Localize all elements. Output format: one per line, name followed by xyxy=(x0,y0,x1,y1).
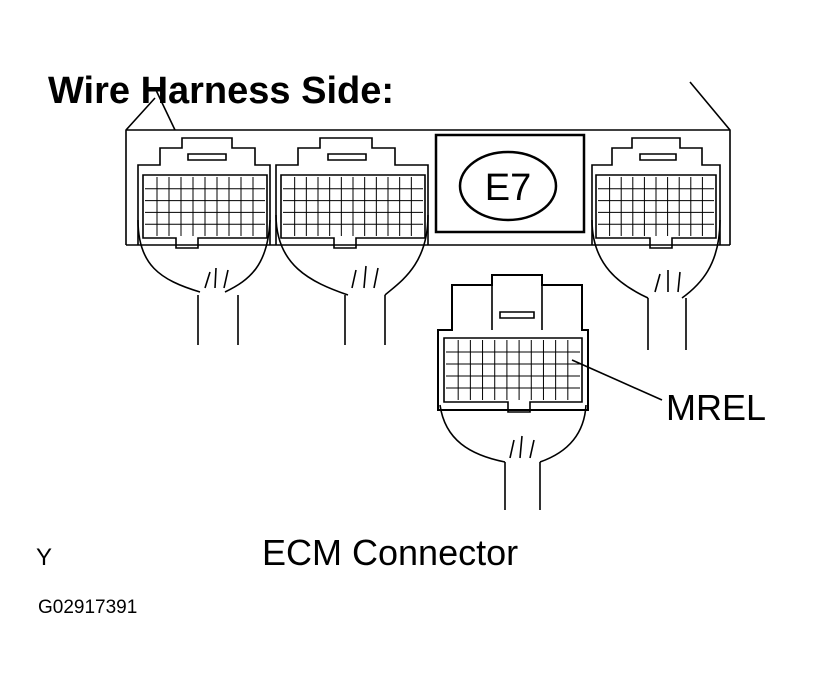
connector-left xyxy=(137,137,271,345)
connector-id-oval xyxy=(458,150,558,222)
terminal-label: MREL xyxy=(666,387,767,428)
figure-code: G02917391 xyxy=(38,597,138,618)
connector-middle xyxy=(275,137,429,345)
diagram-caption: ECM Connector xyxy=(262,532,519,573)
mrel-leader-line xyxy=(571,359,663,401)
connector-bottom xyxy=(437,274,589,510)
connector-right xyxy=(591,137,721,350)
diagram-title: Wire Harness Side: xyxy=(48,70,395,112)
corner-mark: Y xyxy=(36,544,53,571)
connector-id-label: E7 xyxy=(485,167,531,209)
